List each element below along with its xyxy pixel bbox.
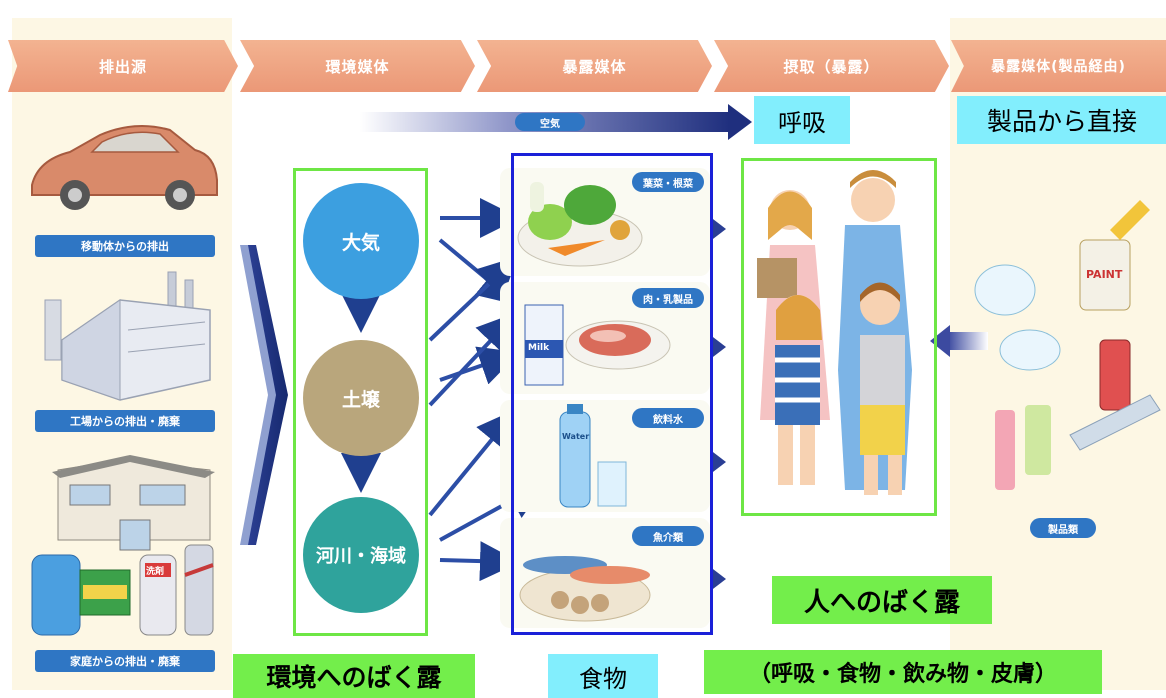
header-intake: 摂取（暴露） — [714, 40, 949, 92]
food-water-label: 飲料水 — [632, 408, 704, 428]
detergent-label: 洗剤 — [146, 567, 165, 577]
header-exposure-media: 暴露媒体 — [477, 40, 712, 92]
source-home-label: 家庭からの排出・廃棄 — [35, 650, 215, 672]
food-meat-dairy-label: 肉・乳製品 — [632, 288, 704, 308]
milk-carton-label-top: Milk — [528, 343, 550, 353]
header-env-media: 環境媒体 — [240, 40, 475, 92]
paint-can-label: PAINT — [1086, 268, 1123, 281]
house-illustration — [52, 455, 215, 551]
human-frame — [741, 158, 937, 516]
car-illustration — [31, 125, 218, 210]
env-soil-circle: 土壌 — [303, 340, 419, 456]
breathing-label: 呼吸 — [754, 96, 850, 144]
env-water-circle: 河川・海域 — [303, 497, 419, 613]
environment-frame — [293, 168, 428, 636]
products-label: 製品類 — [1030, 518, 1096, 538]
human-exposure-routes-label: （呼吸・食物・飲み物・皮膚） — [704, 650, 1102, 694]
food-frame — [511, 153, 713, 635]
consumer-products-illustration — [974, 200, 1161, 490]
header-source: 排出源 — [8, 40, 238, 92]
source-factory-label: 工場からの排出・廃棄 — [35, 410, 215, 432]
direct-from-products-label: 製品から直接 — [957, 96, 1166, 144]
air-pill: 空気 — [515, 113, 585, 131]
household-products-illustration — [31, 544, 214, 636]
env-to-food-arrows — [428, 198, 548, 582]
env-exposure-label: 環境へのばく露 — [233, 654, 475, 698]
food-vegetables-label: 葉菜・根菜 — [632, 172, 704, 192]
factory-illustration — [44, 271, 211, 401]
source-vehicle-label: 移動体からの排出 — [35, 235, 215, 257]
products-to-human-arrow — [930, 325, 988, 357]
food-label: 食物 — [548, 654, 658, 698]
water-bottle-label-top: Water — [562, 432, 590, 441]
header-product-media: 暴露媒体(製品経由) — [951, 40, 1166, 92]
human-exposure-label: 人へのばく露 — [772, 576, 992, 624]
family-illustration — [757, 170, 912, 495]
sources-to-environment-arrow — [240, 245, 288, 545]
food-seafood-label: 魚介類 — [632, 526, 704, 546]
env-air-circle: 大気 — [303, 183, 419, 299]
